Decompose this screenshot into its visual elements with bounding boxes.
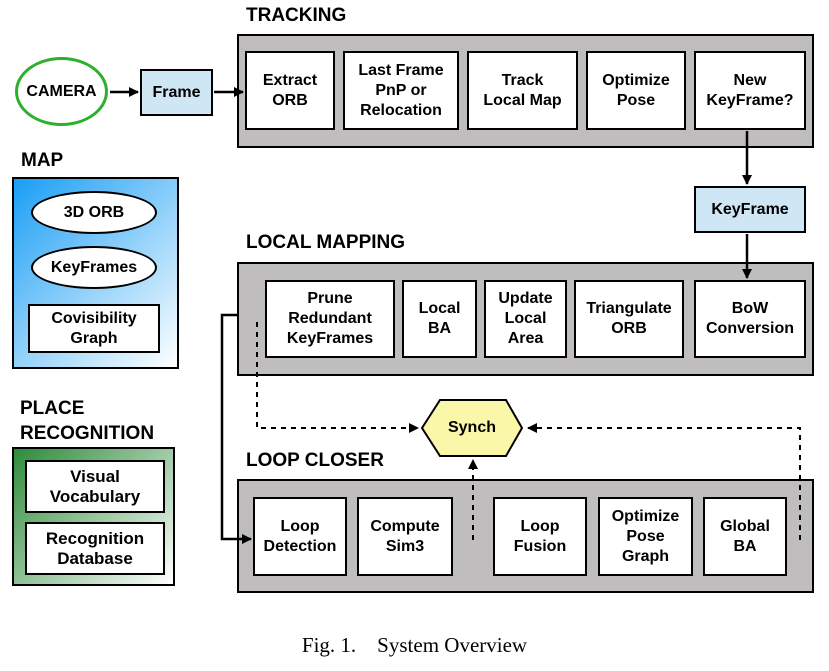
camera-node: CAMERA — [15, 57, 108, 126]
local-mapping-step-local-ba: Local BA — [402, 280, 477, 358]
map-item-covisibility-graph: Covisibility Graph — [28, 304, 160, 353]
keyframe-node: KeyFrame — [694, 186, 806, 233]
local-mapping-step-triangulate-orb: Triangulate ORB — [574, 280, 684, 358]
tracking-step-new-keyframe: New KeyFrame? — [694, 51, 806, 130]
local-mapping-step-prune-keyframes: Prune Redundant KeyFrames — [265, 280, 395, 358]
loop-closer-step-global-ba: Global BA — [703, 497, 787, 576]
place-recognition-title: PLACE RECOGNITION — [20, 398, 155, 444]
place-item-visual-vocabulary: Visual Vocabulary — [25, 460, 165, 513]
tracking-step-optimize-pose: Optimize Pose — [586, 51, 686, 130]
local-mapping-step-bow-conversion: BoW Conversion — [694, 280, 806, 358]
map-item-3d-orb: 3D ORB — [31, 191, 157, 234]
loop-closer-step-optimize-pose-graph: Optimize Pose Graph — [598, 497, 693, 576]
loop-closer-title: LOOP CLOSER — [246, 450, 384, 471]
place-item-recognition-database: Recognition Database — [25, 522, 165, 575]
loop-closer-step-compute-sim3: Compute Sim3 — [357, 497, 453, 576]
tracking-step-track-local-map: Track Local Map — [467, 51, 578, 130]
tracking-step-extract-orb: Extract ORB — [245, 51, 335, 130]
synch-label: Synch — [447, 419, 496, 436]
map-title: MAP — [21, 150, 64, 171]
map-item-keyframes: KeyFrames — [31, 246, 157, 289]
frame-node: Frame — [140, 69, 213, 116]
loop-closer-step-loop-detection: Loop Detection — [253, 497, 347, 576]
figure-caption: Fig. 1. System Overview — [301, 633, 528, 657]
tracking-title: TRACKING — [246, 5, 347, 26]
local-mapping-step-update-local-area: Update Local Area — [484, 280, 567, 358]
tracking-step-pnp-relocation: Last Frame PnP or Relocation — [343, 51, 459, 130]
local-mapping-title: LOCAL MAPPING — [246, 232, 406, 253]
loop-closer-step-loop-fusion: Loop Fusion — [493, 497, 587, 576]
